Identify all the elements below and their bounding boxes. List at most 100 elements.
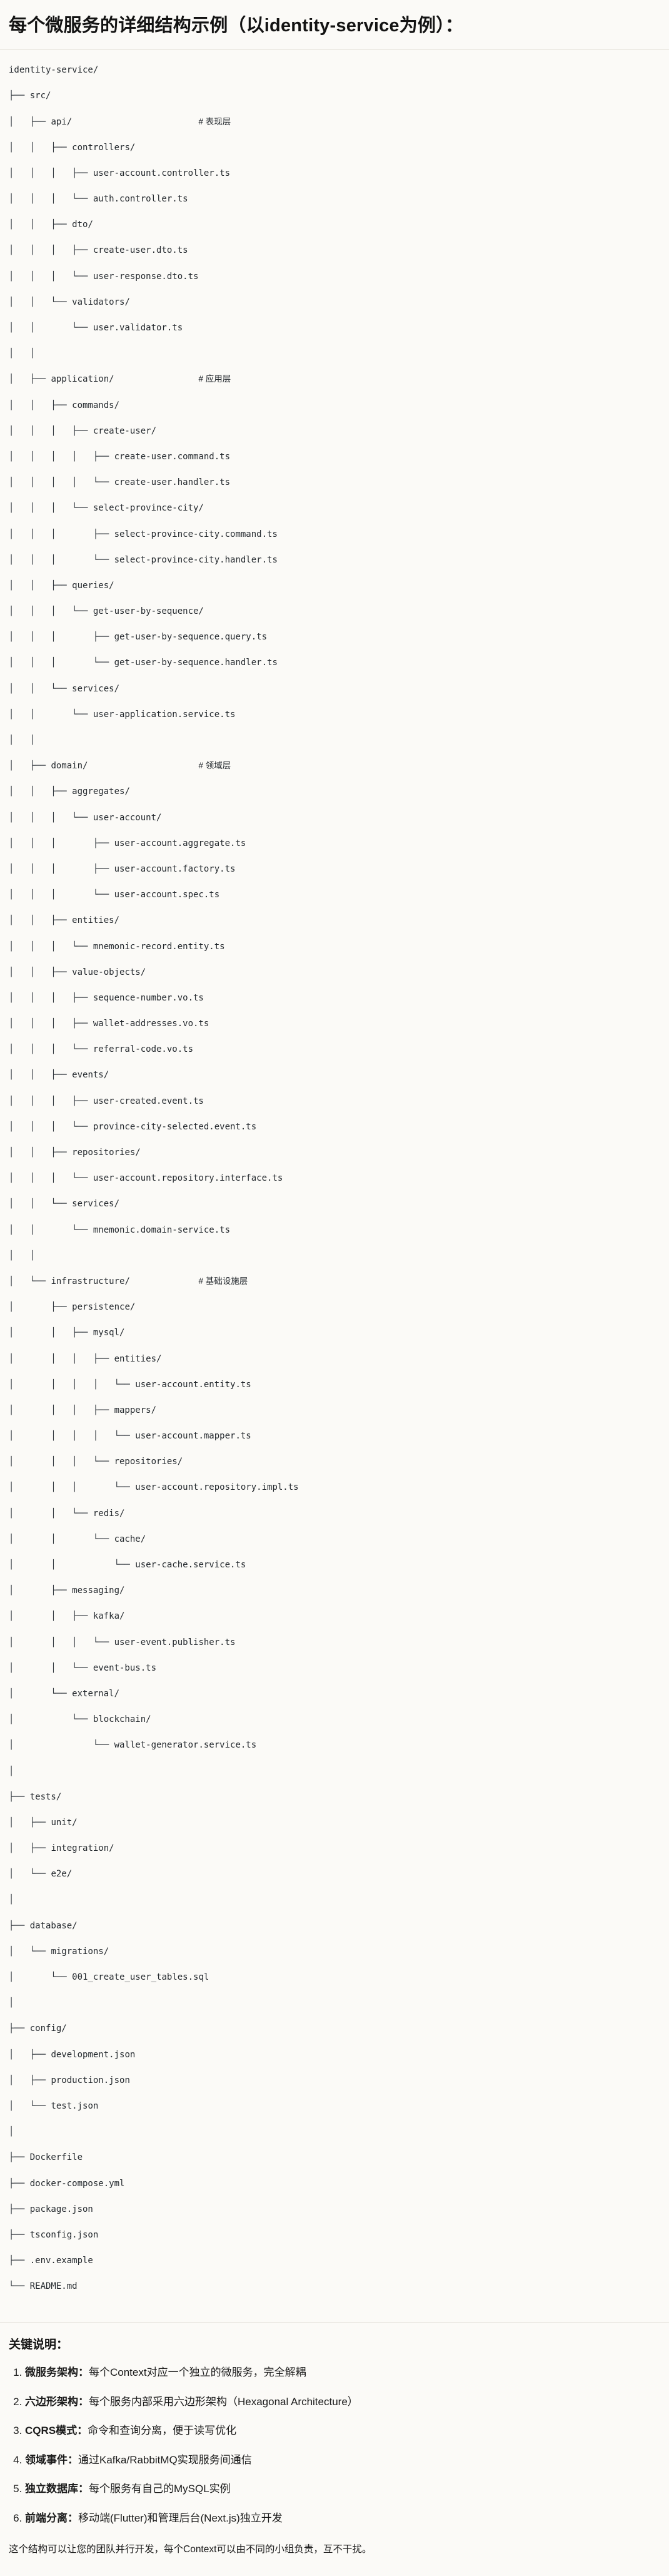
tree-row: │ ├── persistence/ (9, 1301, 660, 1314)
tree-node-label: sequence-number.vo.ts (93, 992, 204, 1003)
tree-row: │ │ (9, 347, 660, 360)
tree-branch-glyph: │ │ │ ├── (9, 838, 114, 848)
tree-node-label: redis/ (93, 1508, 125, 1519)
tree-branch-glyph: ├── (9, 1791, 30, 1802)
tree-node-label: kafka/ (93, 1611, 125, 1622)
tree-branch-glyph: ├── (9, 2024, 30, 2034)
tree-branch-glyph: │ │ └── (9, 1560, 136, 1571)
key-point-item: CQRS模式：命令和查询分离，便于读写优化 (25, 2423, 660, 2439)
tree-node-label: get-user-by-sequence/ (93, 606, 204, 617)
tree-branch-glyph: │ │ │ ├── (9, 1405, 114, 1415)
tree-row: identity-service/ (9, 64, 660, 77)
tree-row: │ │ └── mnemonic.domain-service.ts (9, 1224, 660, 1237)
tree-node-label: validators/ (72, 297, 130, 307)
tree-branch-glyph: │ │ │ ├── (9, 1019, 93, 1029)
tree-branch-glyph: │ │ │ ├── (9, 245, 93, 256)
tree-branch-glyph: │ └── (9, 1740, 114, 1751)
tree-node-label: config/ (29, 2024, 67, 2034)
key-point-term: 前端分离 (25, 2512, 68, 2524)
tree-branch-glyph: │ ├── (9, 1817, 51, 1828)
tree-branch-glyph: │ │ │ ├── (9, 425, 93, 436)
tree-branch-glyph: │ │ │ ├── (9, 992, 93, 1003)
tree-node-label: user-event.publisher.ts (114, 1637, 236, 1647)
key-point-item: 领域事件：通过Kafka/RabbitMQ实现服务间通信 (25, 2452, 660, 2468)
tree-node-label: mnemonic-record.entity.ts (93, 941, 225, 952)
tree-row: │ └── test.json (9, 2100, 660, 2113)
tree-node-label: user-account.repository.impl.ts (135, 1482, 299, 1493)
tree-row: │ │ ├── controllers/ (9, 141, 660, 155)
tree-node-label: queries/ (72, 580, 114, 591)
tree-branch-glyph: │ │ │ └── (9, 1044, 93, 1055)
tree-branch-glyph: │ ├── (9, 1302, 73, 1313)
tree-node-label: blockchain/ (93, 1714, 151, 1725)
tree-branch-glyph: │ │ ├── (9, 1611, 93, 1622)
tree-row: │ │ └── validators/ (9, 296, 660, 309)
key-point-term: 微服务架构 (25, 2366, 78, 2379)
tree-node-label: select-province-city.handler.ts (114, 554, 278, 565)
tree-node-label: README.md (29, 2281, 78, 2292)
tree-node-label: user.validator.ts (93, 323, 183, 333)
tree-comment-spacer (114, 374, 199, 384)
closing-paragraph: 这个结构可以让您的团队并行开发，每个Context可以由不同的小组负责，互不干扰… (9, 2544, 372, 2555)
tree-branch-glyph: │ │ │ ├── (9, 1353, 114, 1364)
tree-row: │ │ │ └── get-user-by-sequence.handler.t… (9, 656, 660, 669)
tree-comment-spacer (72, 117, 198, 127)
document-header: 每个微服务的详细结构示例（以identity-service为例）： (0, 0, 669, 51)
key-point-description: 每个Context对应一个独立的微服务，完全解耦 (89, 2366, 306, 2379)
tree-node-label: entities/ (72, 915, 120, 926)
tree-branch-glyph: │ ├── (9, 1843, 51, 1854)
tree-row: │ │ ├── aggregates/ (9, 785, 660, 798)
tree-row: │ │ │ └── user-account/ (9, 812, 660, 825)
tree-node-label: user-account.factory.ts (114, 863, 236, 874)
tree-node-label: database/ (29, 1920, 78, 1931)
tree-row: │ │ │ ├── user-account.aggregate.ts (9, 837, 660, 850)
tree-node-label: province-city-selected.event.ts (93, 1121, 257, 1132)
tree-branch-glyph: │ │ ├── (9, 915, 73, 926)
tree-layer-comment: # 表现层 (198, 116, 231, 126)
tree-row: │ │ │ ├── get-user-by-sequence.query.ts (9, 631, 660, 644)
tree-branch-glyph: │ │ (9, 735, 36, 746)
tree-node-label: value-objects/ (72, 967, 146, 977)
tree-node-label: get-user-by-sequence.handler.ts (114, 658, 278, 668)
tree-row: │ │ │ ├── create-user/ (9, 425, 660, 438)
tree-row: │ │ │ └── select-province-city/ (9, 502, 660, 515)
tree-row: │ │ │ └── repositories/ (9, 1455, 660, 1469)
tree-row: │ │ │ └── select-province-city.handler.t… (9, 554, 660, 567)
tree-row: │ │ ├── value-objects/ (9, 966, 660, 979)
tree-row: │ │ │ │ └── user-account.mapper.ts (9, 1430, 660, 1443)
tree-node-label: create-user.command.ts (114, 451, 231, 462)
tree-row: │ │ ├── mysql/ (9, 1326, 660, 1340)
key-point-term: 独立数据库 (25, 2483, 78, 2495)
tree-node-label: mnemonic.domain-service.ts (93, 1224, 231, 1235)
tree-node-label: auth.controller.ts (93, 194, 188, 205)
tree-branch-glyph: │ ├── (9, 2075, 51, 2085)
tree-branch-glyph: │ └── (9, 2100, 51, 2111)
tree-row: │ │ │ ├── entities/ (9, 1353, 660, 1366)
tree-branch-glyph: │ (9, 1998, 14, 2008)
key-point-description: 命令和查询分离，便于读写优化 (88, 2425, 237, 2437)
tree-row: │ │ ├── kafka/ (9, 1610, 660, 1623)
tree-node-label: services/ (72, 683, 120, 694)
tree-node-label: create-user.handler.ts (114, 477, 231, 488)
key-point-separator: ： (78, 2366, 89, 2379)
tree-node-label: 001_create_user_tables.sql (72, 1972, 209, 1983)
tree-node-label: mappers/ (114, 1405, 157, 1415)
tree-row: │ ├── domain/ # 领域层 (9, 760, 660, 773)
tree-branch-glyph: │ ├── (9, 374, 51, 385)
tree-branch-glyph: ├── (9, 2152, 30, 2163)
tree-node-label: user-account.spec.ts (114, 890, 220, 900)
tree-row: │ │ └── event-bus.ts (9, 1662, 660, 1675)
tree-row: │ (9, 1997, 660, 2010)
tree-node-label: production.json (51, 2075, 130, 2085)
key-point-separator: ： (68, 2512, 78, 2524)
tree-branch-glyph: │ │ └── (9, 1508, 93, 1519)
key-point-separator: ： (77, 2425, 88, 2437)
tree-node-label: wallet-generator.service.ts (114, 1740, 257, 1751)
tree-node-label: Dockerfile (29, 2152, 83, 2163)
tree-branch-glyph: │ ├── (9, 1586, 73, 1596)
tree-branch-glyph: │ │ │ └── (9, 606, 93, 617)
key-point-term: 六边形架构 (25, 2395, 78, 2408)
tree-node-label: user-created.event.ts (93, 1096, 204, 1106)
tree-row: │ │ │ └── get-user-by-sequence/ (9, 605, 660, 618)
tree-row: │ │ │ ├── user-created.event.ts (9, 1095, 660, 1108)
